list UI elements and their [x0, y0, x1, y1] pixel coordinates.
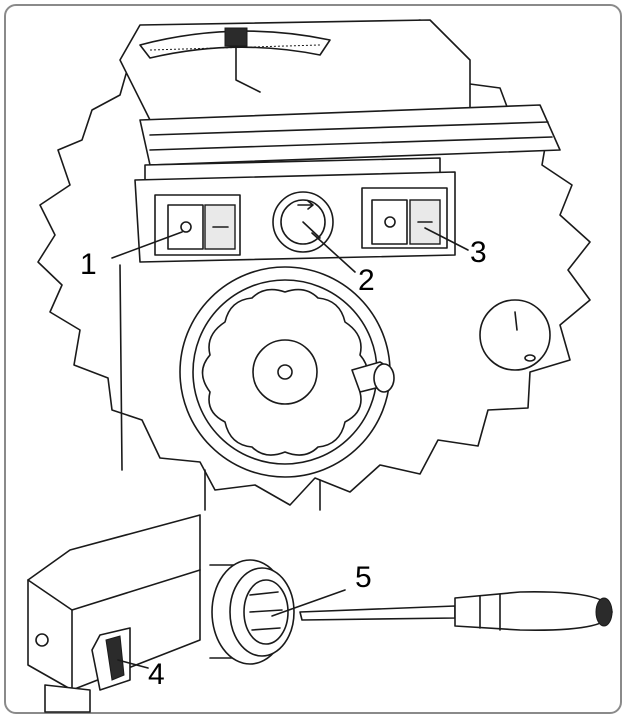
switch-1-on: [167, 204, 204, 250]
callout-3: 3: [470, 236, 487, 269]
handwheel: [179, 266, 395, 478]
control-panel: [134, 171, 456, 263]
screwdriver: [299, 591, 613, 631]
electrical-box: [27, 514, 201, 713]
leader-line-5: [271, 589, 346, 617]
callout-1: 1: [80, 248, 97, 281]
machine-head: [119, 19, 561, 191]
callout-5: 5: [355, 561, 372, 594]
leader-line-2: [311, 232, 356, 273]
gauge-dial: [479, 299, 551, 371]
scale-knob: [224, 27, 248, 47]
leader-line-4: [117, 659, 149, 669]
leader-line-1: [111, 231, 183, 259]
plug-connector: [209, 559, 295, 665]
callout-4: 4: [148, 658, 165, 691]
leader-line-3: [424, 227, 469, 251]
switch-3-on: [371, 199, 408, 245]
callout-2: 2: [358, 264, 375, 297]
